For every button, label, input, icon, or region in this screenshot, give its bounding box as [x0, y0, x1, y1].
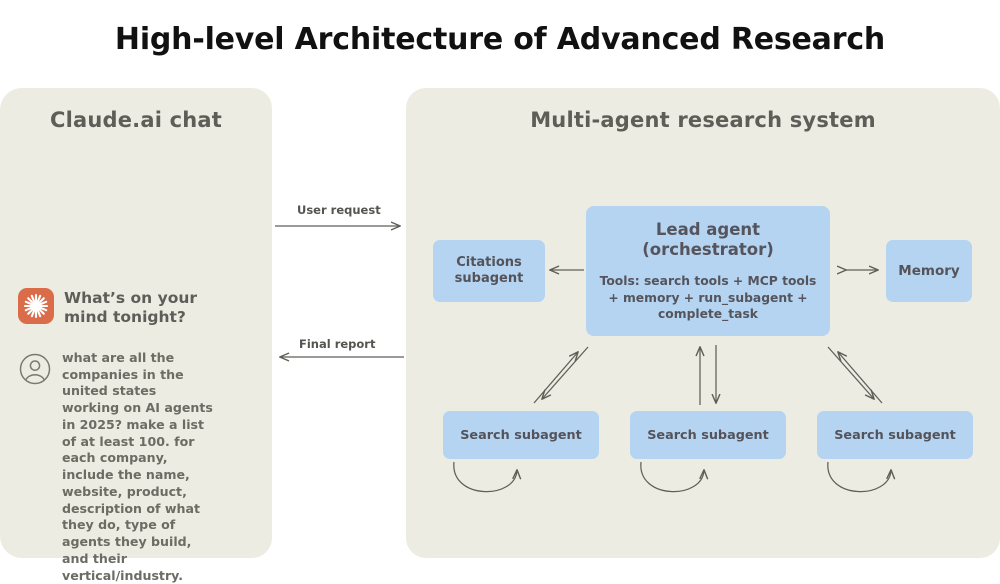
final-report-label: Final report	[299, 337, 376, 351]
user-message-row: what are all the companies in the united…	[18, 350, 258, 584]
citations-subagent-label-line1: Citations	[456, 254, 522, 270]
memory-node[interactable]: Memory	[886, 240, 972, 302]
search-subagent-node-1[interactable]: Search subagent	[443, 411, 599, 459]
assistant-message-text: What’s on your mind tonight?	[64, 289, 198, 326]
search-subagent-node-2[interactable]: Search subagent	[630, 411, 786, 459]
memory-label: Memory	[898, 263, 960, 279]
search-subagent-node-3[interactable]: Search subagent	[817, 411, 973, 459]
search-subagent-label-3: Search subagent	[834, 427, 956, 443]
user-avatar-icon	[18, 352, 52, 386]
system-panel-title: Multi-agent research system	[530, 108, 876, 132]
search-subagent-label-2: Search subagent	[647, 427, 769, 443]
citations-subagent-node[interactable]: Citations subagent	[433, 240, 545, 302]
lead-agent-tools-text: Tools: search tools + MCP tools + memory…	[599, 274, 817, 321]
page-title: High-level Architecture of Advanced Rese…	[114, 22, 886, 57]
lead-agent-title-line1: Lead agent	[655, 219, 761, 239]
lead-agent-node[interactable]: Lead agent (orchestrator) Tools: search …	[586, 206, 830, 336]
claude-starburst-icon	[18, 288, 54, 324]
user-request-label: User request	[297, 203, 381, 217]
chat-panel-title: Claude.ai chat	[49, 108, 223, 132]
assistant-message-row: What’s on your mind tonight?	[18, 288, 258, 327]
search-subagent-label-1: Search subagent	[460, 427, 582, 443]
user-message-text: what are all the companies in the united…	[62, 350, 213, 583]
claude-chat-panel: Claude.ai chat	[0, 88, 272, 583]
citations-subagent-label-line2: subagent	[454, 271, 524, 286]
lead-agent-title-line2: (orchestrator)	[642, 240, 774, 260]
